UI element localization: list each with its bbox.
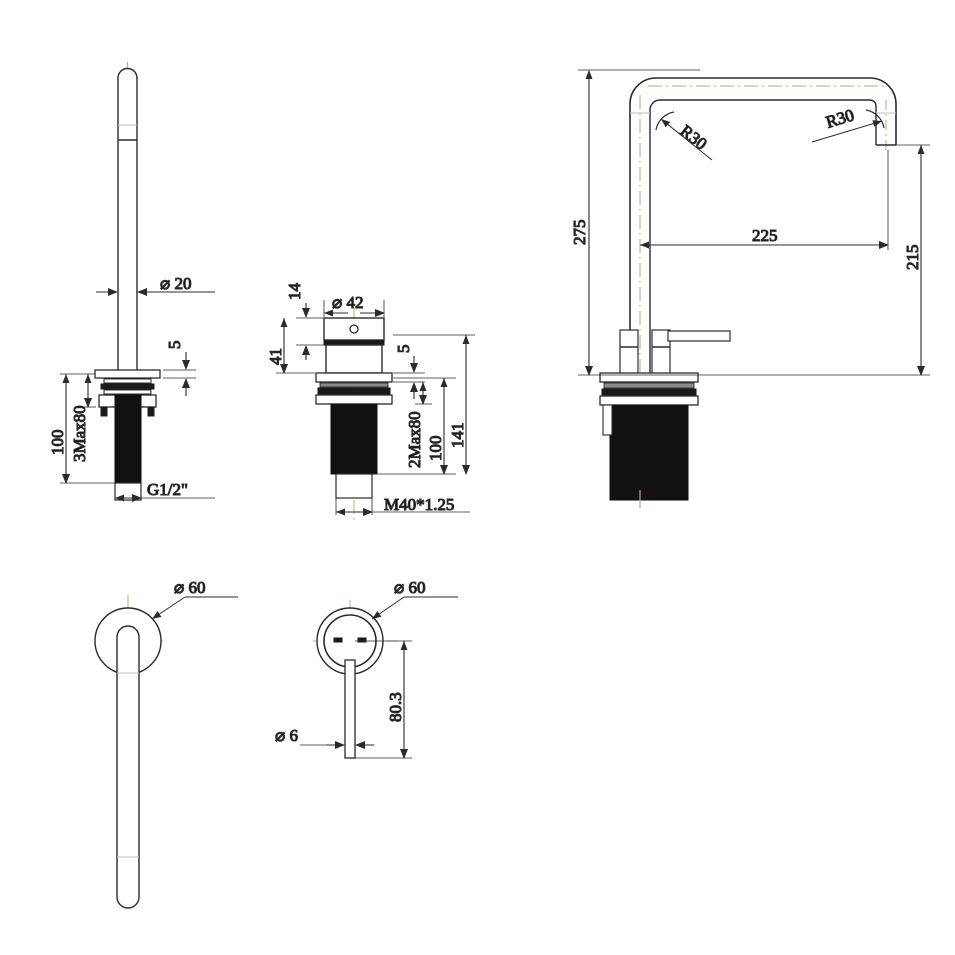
assembly-radius-arc-right xyxy=(865,109,885,129)
dim-mixer-cap-height: 14 xyxy=(285,283,304,301)
mixer-washer-2 xyxy=(317,387,391,395)
assembly-spout-outer-profile xyxy=(629,77,897,375)
assembly-washer-1 xyxy=(603,382,695,389)
spout-riser-tube xyxy=(117,67,138,375)
dim-mixer-body-height: 41 xyxy=(266,348,285,365)
mixer-plan-tick-left xyxy=(333,637,343,643)
leader-radius-right xyxy=(811,120,883,143)
assembly-radius-arc-left xyxy=(655,111,675,131)
dim-radius-left: R30 xyxy=(677,121,711,153)
mixer-body xyxy=(325,344,383,374)
mixer-plan-lever-rod xyxy=(344,659,356,759)
mixer-shank-end xyxy=(335,473,373,499)
assembly-spout-inner-profile xyxy=(649,99,877,375)
spout-washer-2 xyxy=(100,383,155,390)
spout-stud-left xyxy=(100,406,108,417)
dim-mixer-total-height: 141 xyxy=(448,423,467,449)
leader-radius-left xyxy=(660,118,713,161)
spout-washer-1 xyxy=(103,378,152,384)
assembly-washer-2 xyxy=(601,388,697,396)
dim-mixer-cap-diameter: ⌀ 42 xyxy=(332,293,364,312)
assembly-threaded-shank xyxy=(609,404,689,501)
view-mixer-elevation: ⌀ 42 14 41 5 2Max80 100 141 xyxy=(265,282,475,520)
dim-assembly-outlet-height: 215 xyxy=(903,245,922,271)
dim-mixer-plan-base-diameter: ⌀ 60 xyxy=(394,578,426,597)
mixer-cap-grub-screw-hole xyxy=(349,324,359,334)
dim-mixer-plan-lever-length: 80.3 xyxy=(386,692,405,722)
view-spout-elevation: ⌀ 20 5 100 3Max80 G1/2" xyxy=(47,62,215,502)
dim-mixer-thread: M40*1.25 xyxy=(384,495,454,514)
assembly-handle-hub-right xyxy=(651,329,671,375)
mixer-escutcheon-plate xyxy=(315,372,393,383)
view-mixer-plan: ⌀ 60 80.3 ⌀ 6 xyxy=(274,577,458,759)
mixer-threaded-shank-lower xyxy=(335,403,373,475)
mixer-washer-1 xyxy=(319,382,389,388)
spout-plan-tube xyxy=(116,625,140,909)
dim-spout-panel-thickness: 3Max80 xyxy=(70,405,89,462)
assembly-hose-tail xyxy=(602,404,613,436)
view-spout-plan: ⌀ 60 xyxy=(94,577,238,909)
assembly-lever-arm xyxy=(667,330,731,342)
dim-mixer-plan-lever-diameter: ⌀ 6 xyxy=(275,726,298,745)
assembly-escutcheon-plate xyxy=(599,372,699,383)
dim-mixer-panel-thickness: 2Max80 xyxy=(405,411,424,468)
spout-washer-3 xyxy=(103,389,152,395)
mixer-fixing-nut xyxy=(315,394,393,405)
dim-assembly-overall-height: 275 xyxy=(570,220,589,246)
spout-escutcheon-plate xyxy=(94,369,161,379)
dim-spout-flange-thickness: 5 xyxy=(165,341,184,350)
dim-mixer-flange-thickness: 5 xyxy=(394,345,413,354)
view-assembly-elevation: R30 R30 275 225 215 xyxy=(569,69,930,508)
assembly-fixing-nut xyxy=(599,395,699,406)
leader-spout-plan-diameter xyxy=(151,596,186,620)
dim-spout-shank-length: 100 xyxy=(48,430,67,456)
dim-spout-tube-diameter: ⌀ 20 xyxy=(160,274,192,293)
assembly-handle-hub-left xyxy=(619,329,639,375)
leader-mixer-plan-diameter xyxy=(371,596,405,620)
dim-mixer-shank-length: 100 xyxy=(426,436,445,462)
dim-spout-thread: G1/2" xyxy=(147,480,188,499)
spout-stud-right xyxy=(147,406,155,417)
dim-radius-right: R30 xyxy=(824,105,857,131)
dim-assembly-spout-reach: 225 xyxy=(752,226,778,245)
spout-threaded-shank xyxy=(114,394,142,484)
mixer-plan-tick-right xyxy=(357,637,367,643)
dim-spout-plan-base-diameter: ⌀ 60 xyxy=(174,578,206,597)
